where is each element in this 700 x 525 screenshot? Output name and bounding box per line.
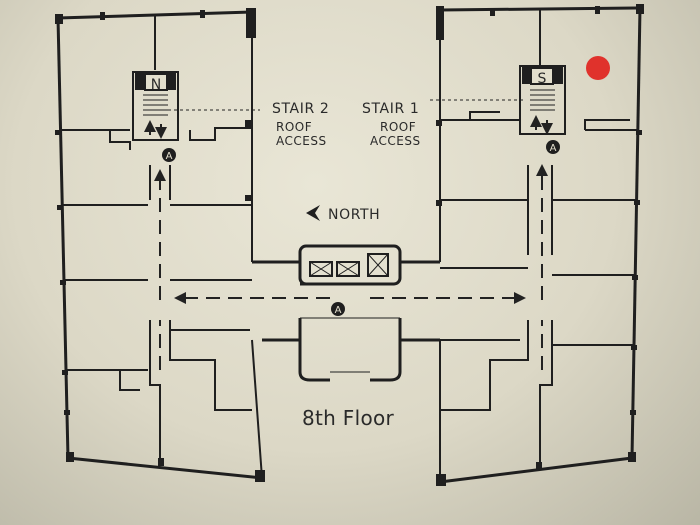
- floor-title: 8th Floor: [302, 406, 395, 430]
- north-label: NORTH: [328, 207, 380, 223]
- stair-1-note-line1: ROOF: [380, 120, 416, 134]
- stair-2-label: STAIR 2: [272, 101, 329, 117]
- svg-text:A: A: [166, 151, 173, 162]
- accessibility-marker-north: A: [162, 148, 176, 162]
- elevator-core: [252, 244, 440, 382]
- stair-2-note-line1: ROOF: [276, 120, 312, 134]
- south-wing: [436, 4, 644, 486]
- svg-text:A: A: [550, 143, 557, 154]
- accessibility-marker-center: A: [331, 302, 345, 316]
- stair-1-label: STAIR 1: [362, 101, 419, 117]
- evacuation-routes: [144, 99, 553, 370]
- svg-text:A: A: [335, 305, 342, 316]
- stair-2-note-line2: ACCESS: [276, 134, 327, 148]
- stair-marker-south: S: [538, 71, 547, 87]
- accessibility-marker-south: A: [546, 140, 560, 154]
- stair-marker-north: N: [151, 77, 161, 93]
- north-wing: [55, 8, 265, 482]
- arrow-left-icon: [306, 205, 320, 221]
- stair-1-note-line2: ACCESS: [370, 134, 421, 148]
- location-dot: [586, 56, 610, 80]
